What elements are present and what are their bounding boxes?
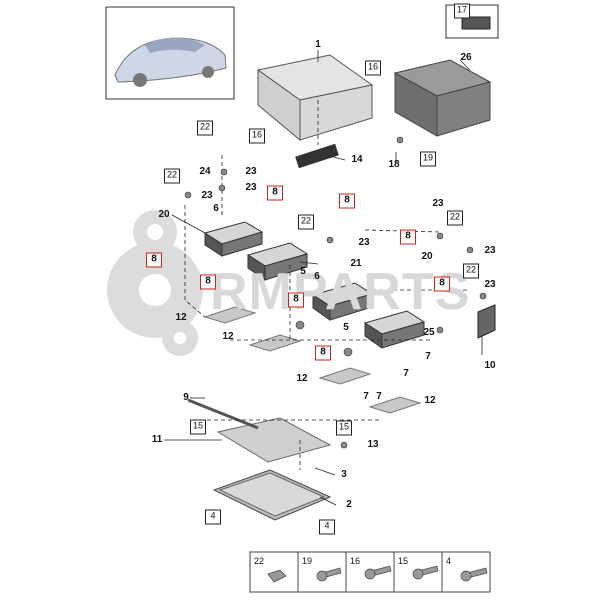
label-part-10: 10 <box>484 360 496 371</box>
label-part-12b: 12 <box>222 331 234 342</box>
boxed-label-22d: 22 <box>447 210 463 226</box>
legend-label-19: 19 <box>302 556 313 566</box>
label-part-7d: 7 <box>376 391 382 402</box>
boxed-label-19: 19 <box>420 151 436 167</box>
rail-9 <box>187 398 259 430</box>
label-part-6a: 6 <box>213 203 219 214</box>
label-part-9: 9 <box>183 392 189 403</box>
red-label-8c: 8 <box>400 229 416 245</box>
boxed-label-22e: 22 <box>463 263 479 279</box>
red-label-8b: 8 <box>339 193 355 209</box>
label-part-25: 25 <box>423 327 435 338</box>
red-label-8d: 8 <box>146 252 162 268</box>
fasteners <box>184 136 487 449</box>
label-part-23a: 23 <box>245 166 257 177</box>
boxed-label-22b: 22 <box>164 168 180 184</box>
label-part-12c: 12 <box>296 373 308 384</box>
label-part-7a: 7 <box>425 351 431 362</box>
module-6-left <box>203 221 264 257</box>
watermark-text: RMPARTS <box>210 263 471 321</box>
strip-14 <box>295 143 339 169</box>
label-part-24: 24 <box>199 166 211 177</box>
legend-label-4: 4 <box>446 556 452 566</box>
label-part-6b: 6 <box>314 271 320 282</box>
boxed-label-16b: 16 <box>249 128 265 144</box>
label-part-3: 3 <box>341 469 347 480</box>
module-6-right <box>311 282 374 321</box>
thermal-pads <box>203 306 422 414</box>
label-part-26: 26 <box>460 52 472 63</box>
label-part-20a: 20 <box>158 209 170 220</box>
label-part-7c: 7 <box>363 391 369 402</box>
label-part-12d: 12 <box>424 395 436 406</box>
boxed-label-15b: 15 <box>336 420 352 436</box>
boxed-label-22a: 22 <box>197 120 213 136</box>
legend-label-15: 15 <box>398 556 409 566</box>
label-part-23g: 23 <box>484 279 496 290</box>
boxed-label-16a: 16 <box>365 60 381 76</box>
label-part-21: 21 <box>350 258 362 269</box>
label-part-13: 13 <box>367 439 379 450</box>
boxed-label-4a: 4 <box>205 509 221 525</box>
module-5-left <box>246 242 309 281</box>
module-5-right <box>363 310 426 349</box>
boxed-label-22c: 22 <box>298 214 314 230</box>
red-label-8g: 8 <box>288 292 304 308</box>
label-part-5a: 5 <box>300 266 306 277</box>
label-part-23c: 23 <box>201 190 213 201</box>
label-part-23f: 23 <box>484 245 496 256</box>
legend-icons <box>267 565 488 583</box>
boxed-label-4b: 4 <box>319 519 335 535</box>
battery-frame <box>256 54 374 142</box>
label-part-23d: 23 <box>432 198 444 209</box>
vehicle-thumbnail <box>114 37 227 87</box>
label-part-12a: 12 <box>175 312 187 323</box>
part-17-block <box>461 16 491 30</box>
red-label-8f: 8 <box>434 276 450 292</box>
legend-label-22: 22 <box>254 556 265 566</box>
label-part-11: 11 <box>151 434 163 445</box>
label-part-2: 2 <box>346 499 352 510</box>
label-part-23b: 23 <box>245 182 257 193</box>
watermark-gears <box>107 210 203 356</box>
red-label-8a: 8 <box>267 185 283 201</box>
red-label-8h: 8 <box>315 345 331 361</box>
label-part-18: 18 <box>388 159 400 170</box>
label-part-14: 14 <box>351 154 363 165</box>
lower-tray <box>212 417 332 521</box>
battery-modules <box>203 221 426 349</box>
label-part-5b: 5 <box>343 322 349 333</box>
label-part-7b: 7 <box>403 368 409 379</box>
legend-label-16: 16 <box>350 556 361 566</box>
label-part-20b: 20 <box>421 251 433 262</box>
cover-block-26 <box>393 59 492 137</box>
label-part-23e: 23 <box>358 237 370 248</box>
label-part-1: 1 <box>315 39 321 50</box>
bracket-10 <box>477 304 496 339</box>
boxed-label-17: 17 <box>454 3 470 19</box>
boxed-label-15a: 15 <box>190 419 206 435</box>
red-label-8e: 8 <box>200 274 216 290</box>
leader-lines <box>164 50 483 506</box>
